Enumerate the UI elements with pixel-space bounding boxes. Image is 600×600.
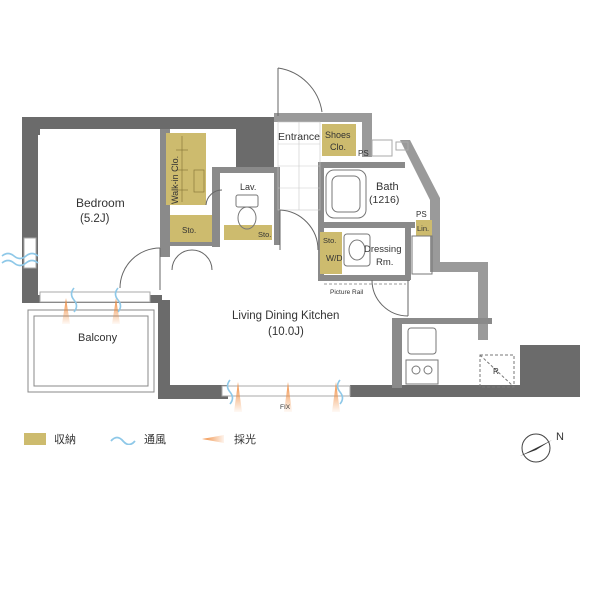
label-sto-lav: Sto.	[258, 230, 271, 239]
storage-bedroom	[170, 215, 212, 242]
legend-storage: 収納	[24, 431, 76, 447]
label-bath-2: (1216)	[369, 194, 399, 206]
wind-left	[1, 252, 39, 260]
light-bal-1	[62, 298, 70, 324]
wind-ldk-1	[226, 379, 234, 405]
wind-bal-1	[70, 287, 78, 313]
light-ldk-3	[332, 382, 340, 412]
label-entrance: Entrance	[278, 131, 320, 143]
label-bedroom-1: Bedroom	[76, 196, 125, 210]
label-sto-bedroom: Sto.	[182, 226, 196, 235]
label-ldk-2: (10.0J)	[268, 326, 304, 338]
label-shoes-clo-1: Shoes	[325, 130, 351, 140]
label-dressing-2: Rm.	[376, 257, 393, 268]
shoes-closet	[322, 124, 356, 156]
storage-wd	[320, 232, 342, 274]
compass-icon: N	[520, 431, 564, 463]
ventilation-wave-icon	[110, 436, 136, 445]
label-walk-in-clo: Walk-in Clo.	[170, 156, 180, 204]
label-r: R	[493, 367, 499, 376]
label-bedroom-2: (5.2J)	[80, 213, 110, 225]
walls	[22, 113, 580, 399]
wind-bal-2	[114, 287, 122, 313]
label-dressing-1: Dressing	[364, 244, 402, 255]
fixtures	[235, 139, 515, 388]
label-sto-wd-1: Sto.	[323, 236, 336, 245]
daylight-arrows	[62, 298, 340, 412]
room-labels: Entrance Shoes Clo. PS Bath (1216) PS Li…	[76, 130, 499, 411]
label-lav: Lav.	[240, 182, 256, 192]
label-shoes-clo-2: Clo.	[330, 142, 346, 152]
storage-swatch	[24, 433, 46, 445]
entrance-tiles	[277, 121, 321, 211]
linen-storage	[416, 220, 432, 236]
compass-north-label: N	[556, 431, 564, 443]
label-balcony: Balcony	[78, 332, 118, 344]
door-swings	[119, 67, 409, 317]
light-bal-2	[112, 298, 120, 324]
legend-daylight: 採光	[200, 431, 256, 447]
legend-ventilation-label: 通風	[144, 433, 166, 446]
light-ldk-1	[234, 382, 242, 412]
wind-left-2	[1, 259, 39, 267]
label-ldk-1: Living Dining Kitchen	[232, 310, 339, 322]
legend-ventilation: 通風	[110, 431, 166, 447]
storage-lav	[224, 225, 272, 240]
legend-storage-label: 収納	[54, 433, 76, 446]
ventilation-waves	[1, 252, 344, 405]
light-ldk-2	[284, 382, 292, 412]
label-fix: FIX	[280, 404, 291, 411]
legend: 収納 通風 採光	[24, 431, 290, 447]
label-picture-rail: Picture Rail	[330, 289, 364, 296]
label-ps-right: PS	[416, 210, 427, 219]
legend-daylight-label: 採光	[234, 433, 256, 446]
label-bath-1: Bath	[376, 181, 399, 193]
storage-areas	[166, 124, 432, 274]
balcony-area	[27, 309, 155, 393]
wind-ldk-2	[336, 379, 344, 405]
daylight-arrow-icon	[202, 435, 224, 443]
label-ps-top: PS	[358, 149, 369, 158]
label-lin: Lin.	[417, 224, 429, 233]
walk-in-closet	[166, 133, 206, 205]
label-sto-wd-2: W/D	[326, 253, 343, 263]
